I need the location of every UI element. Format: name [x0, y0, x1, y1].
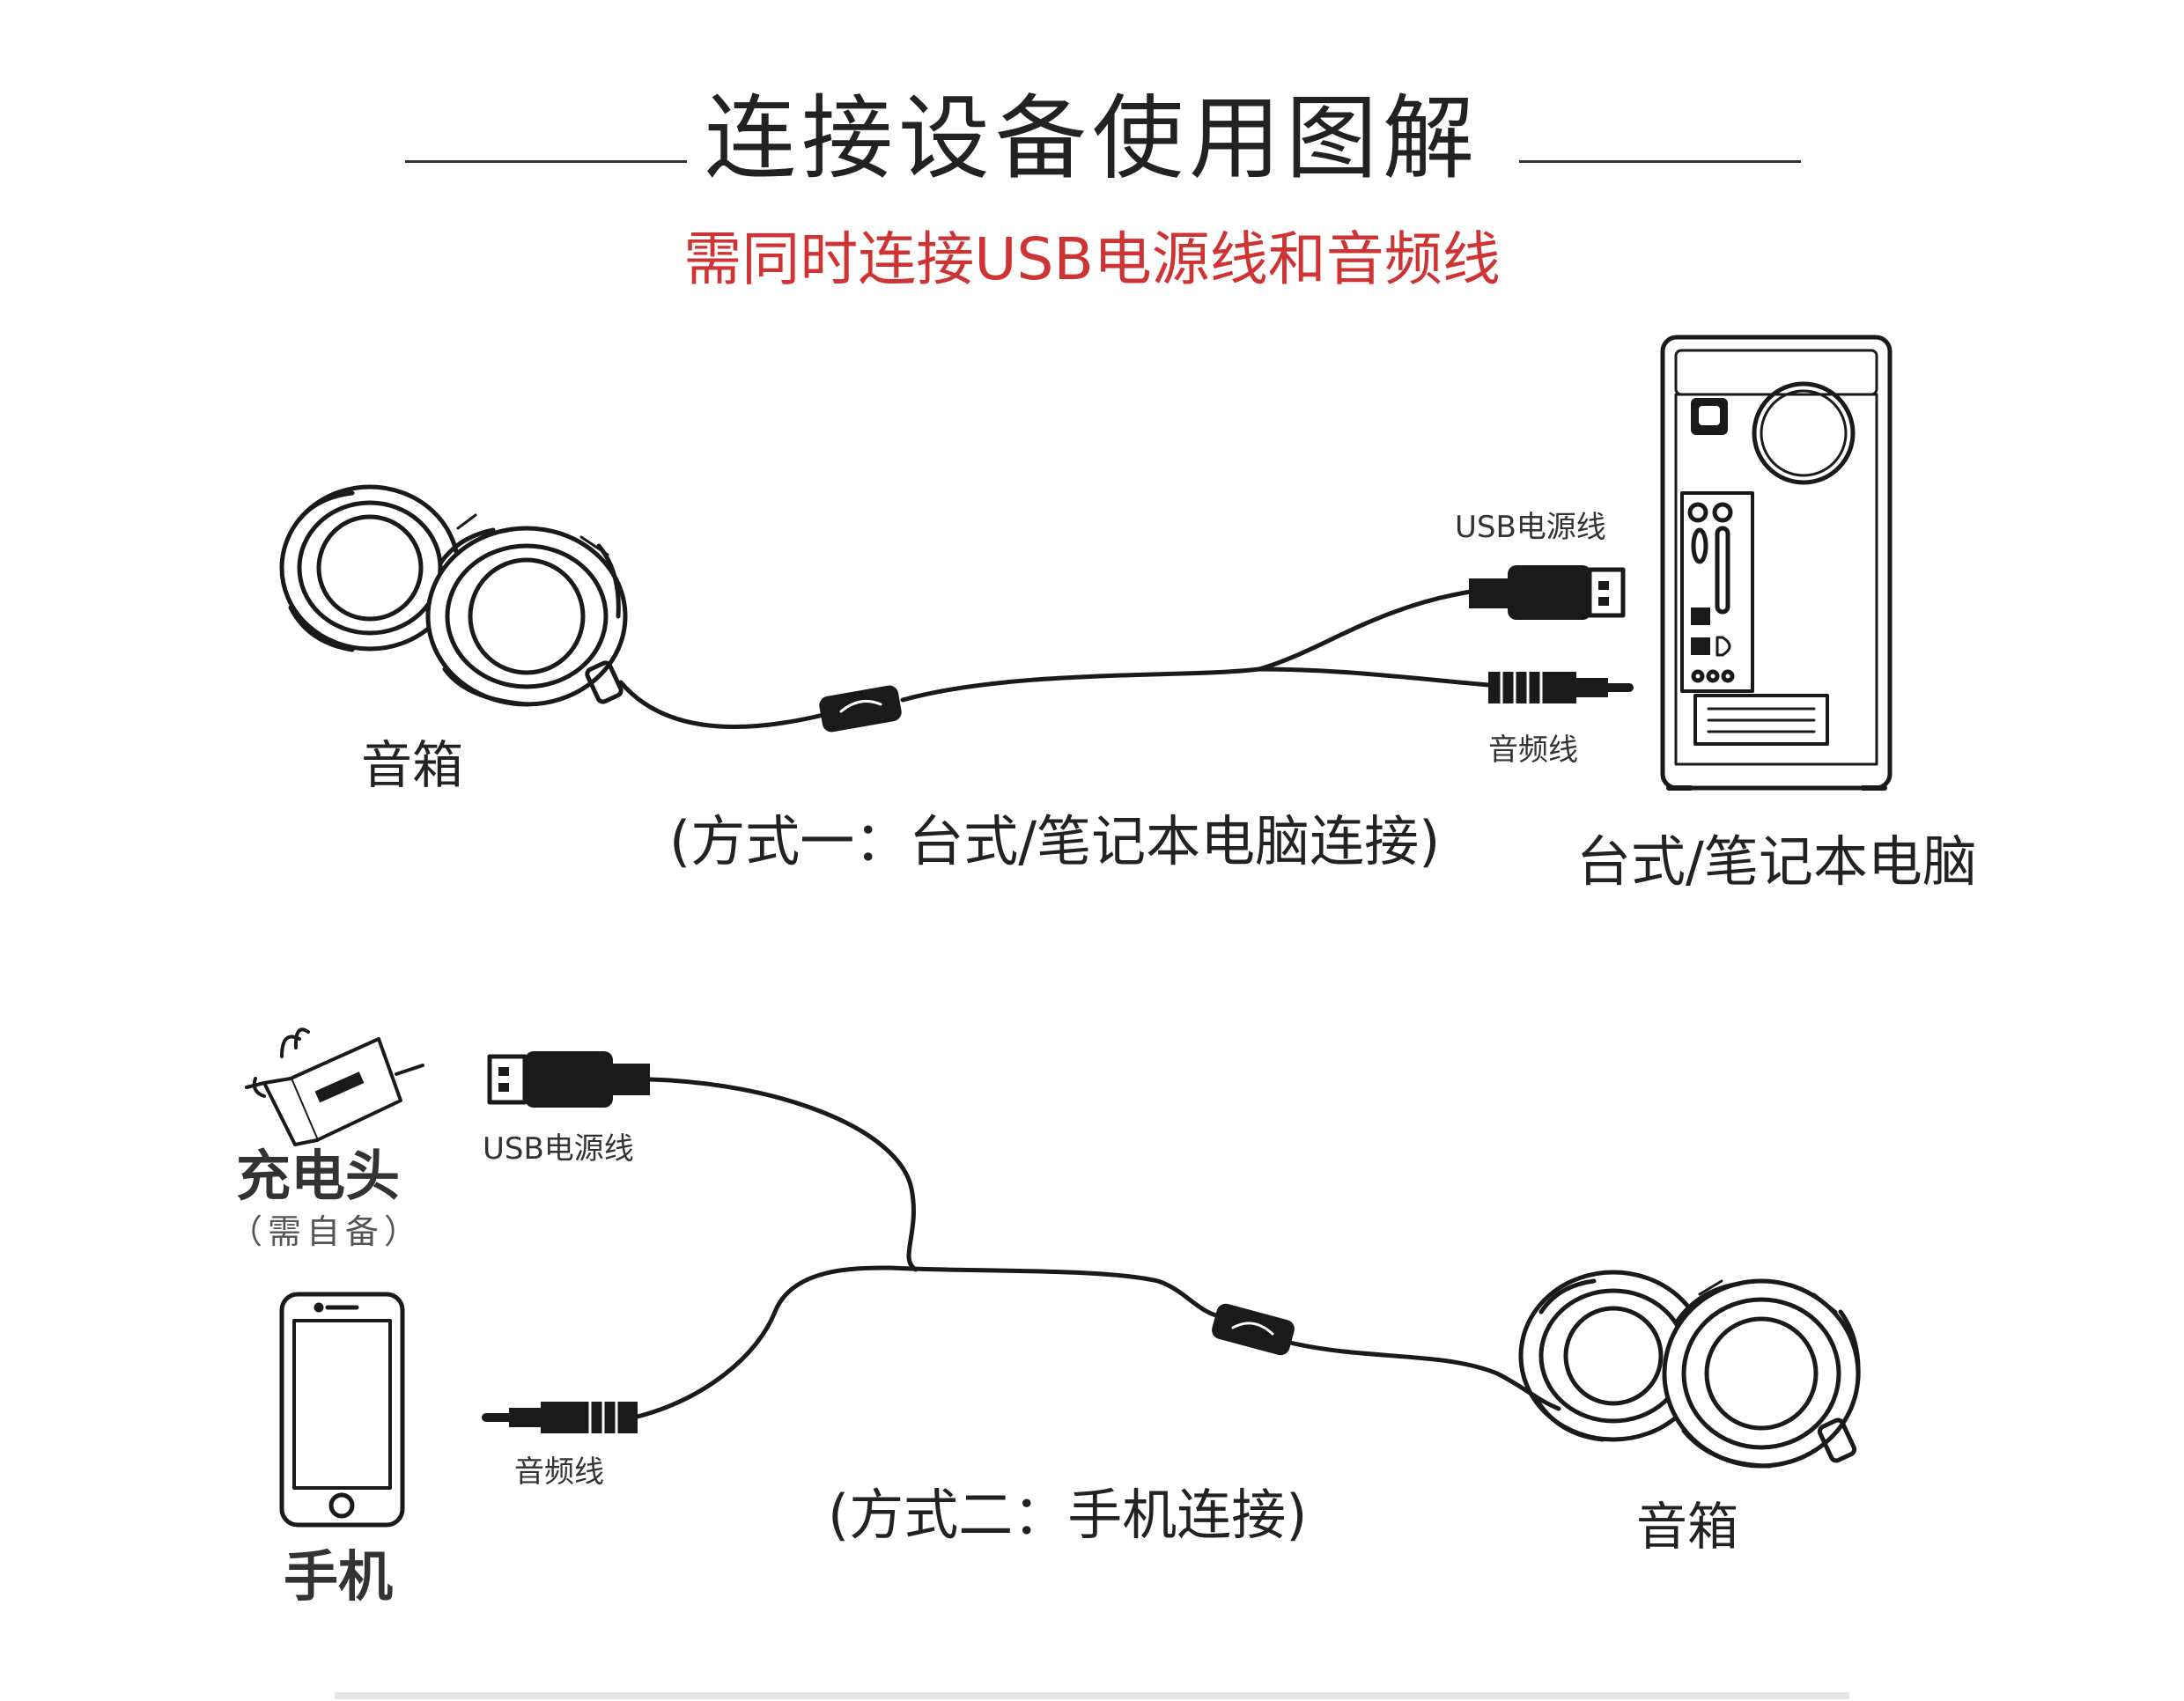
audio-jack-icon-2	[482, 1400, 638, 1435]
charger-label: 充电头	[236, 1144, 401, 1208]
usb-cable-label-2: USB电源线	[483, 1131, 634, 1167]
bottom-divider	[335, 1692, 1849, 1699]
usb-plug-icon-2	[487, 1051, 650, 1108]
smartphone-icon	[279, 1292, 405, 1528]
audio-cable-label-2: 音频线	[514, 1454, 604, 1490]
title-rule-left	[405, 160, 687, 163]
usb-plug-icon-1	[1469, 565, 1626, 620]
phone-label: 手机	[284, 1544, 394, 1609]
computer-label: 台式/笔记本电脑	[1576, 829, 1977, 894]
page-title: 连接设备使用图解	[704, 85, 1479, 192]
page-subtitle: 需同时连接USB电源线和音频线	[683, 225, 1501, 293]
usb-cable-label-1: USB电源线	[1455, 510, 1606, 545]
speaker-label-1: 音箱	[361, 735, 464, 795]
method2-caption: (方式二：手机连接)	[828, 1483, 1308, 1547]
inline-volume-control-icon-2	[1212, 1303, 1295, 1356]
inline-volume-control-icon-1	[819, 685, 902, 733]
audio-jack-icon-1	[1488, 670, 1634, 705]
desktop-tower-icon	[1660, 335, 1893, 791]
title-rule-right	[1519, 160, 1801, 163]
speaker-label-2: 音箱	[1636, 1497, 1739, 1557]
speaker-pair-icon-1	[279, 484, 628, 707]
audio-cable-label-1: 音频线	[1488, 733, 1578, 768]
charger-note: （需自备）	[229, 1212, 424, 1251]
method1-caption: (方式一：台式/笔记本电脑连接)	[669, 809, 1441, 873]
usb-charger-icon	[245, 1027, 424, 1146]
speaker-pair-icon-2	[1518, 1270, 1861, 1469]
